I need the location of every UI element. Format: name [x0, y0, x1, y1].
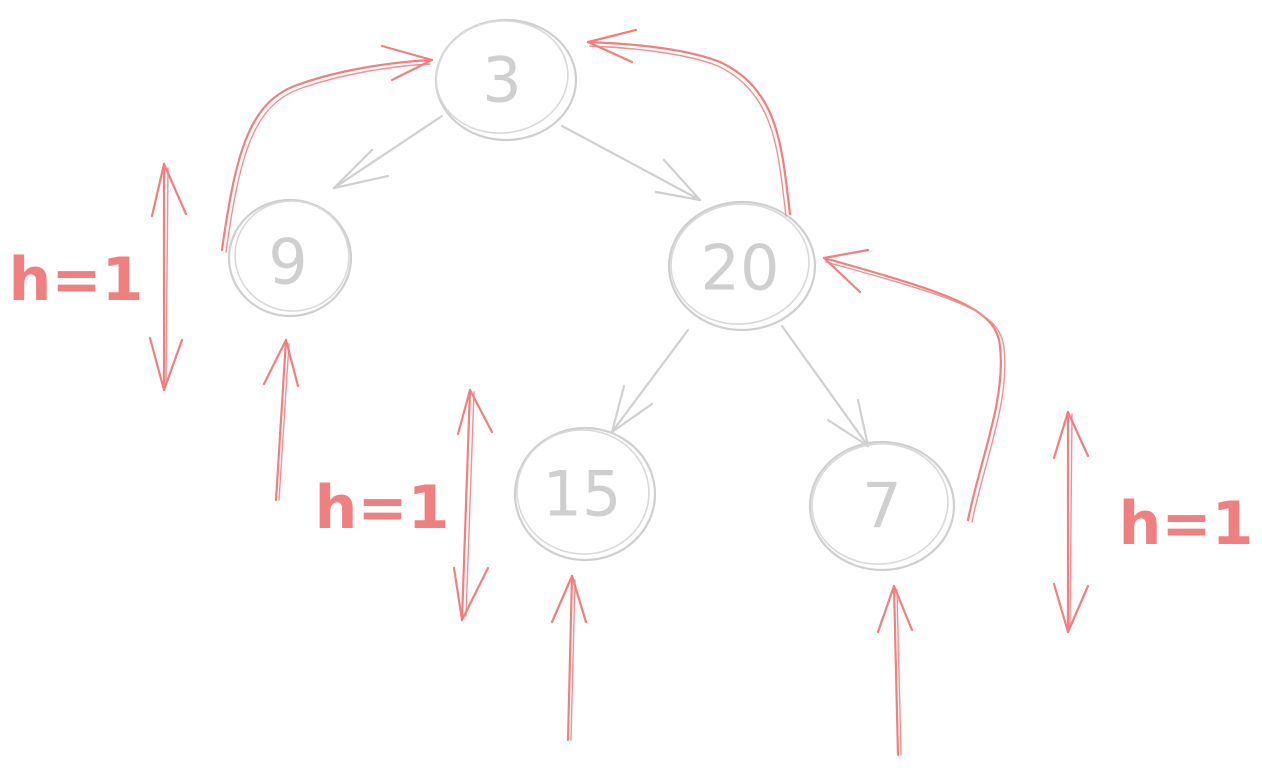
tree-node-15: 15	[513, 426, 657, 562]
tree-node-9: 9	[227, 198, 353, 318]
node-label-15: 15	[543, 458, 622, 531]
tree-node-20: 20	[667, 200, 817, 332]
return-arrow-7-to-20	[822, 248, 1006, 523]
null-arrow-into-7	[876, 584, 914, 757]
edge-3-to-9	[332, 114, 444, 190]
node-label-20: 20	[701, 232, 780, 305]
node-label-9: 9	[268, 226, 307, 299]
return-arrow-9-to-3	[220, 44, 434, 253]
edge-20-to-15	[610, 328, 690, 434]
node-label-7: 7	[862, 470, 901, 543]
null-arrow-into-9	[262, 338, 300, 502]
edge-3-to-20	[560, 124, 702, 202]
height-label-middle: h=1	[315, 473, 450, 543]
height-arrow-left	[148, 162, 188, 392]
height-arrow-middle	[452, 388, 494, 622]
tree-edges	[332, 114, 870, 448]
edge-20-to-7	[780, 324, 870, 448]
tree-node-3: 3	[434, 18, 578, 142]
return-arrow-20-to-3	[586, 28, 792, 217]
height-label-left: h=1	[9, 245, 144, 315]
node-label-3: 3	[482, 44, 521, 117]
height-arrow-right	[1052, 410, 1090, 634]
tree-node-7: 7	[808, 440, 956, 572]
null-arrow-into-15	[550, 574, 588, 742]
height-label-right: h=1	[1119, 489, 1254, 559]
